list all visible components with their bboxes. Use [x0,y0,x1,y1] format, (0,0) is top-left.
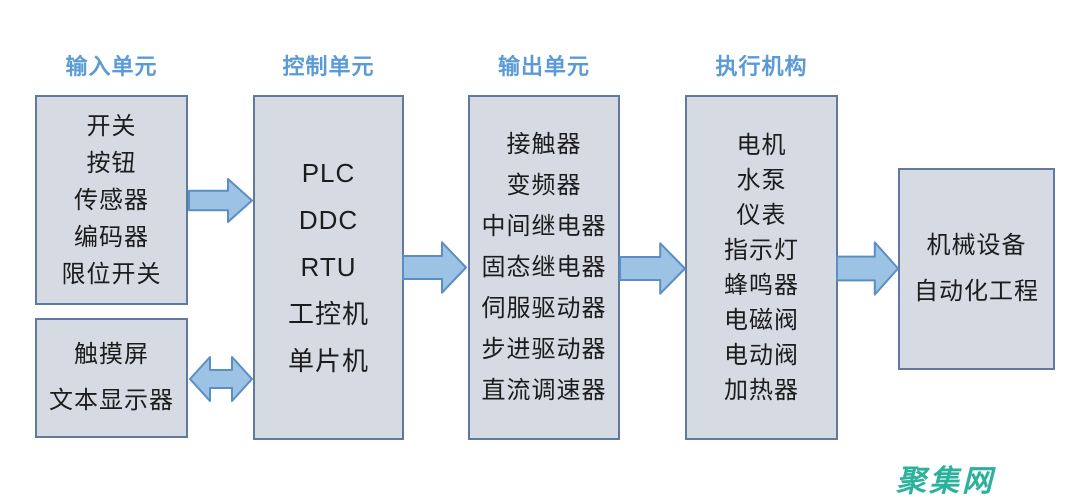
box-item-label: 接触器 [506,131,582,158]
header-output-unit: 输出单元 [497,54,590,79]
control-unit-box: PLC DDC RTU 工控机单片机 [253,95,404,440]
box-item-label: 步进驱动器 [481,336,607,363]
box-item-label: 文本显示器 [49,387,174,414]
box-item-label: 开关 [86,112,137,140]
box-item-label: 水泵 [736,166,787,194]
header-input-unit: 输入单元 [65,54,158,79]
box-item-label: 工控机 [287,299,369,329]
hmi-box: 触摸屏文本显示器 [35,318,188,438]
box-item-label: 按钮 [86,149,137,177]
box-item-label: 触摸屏 [74,341,149,368]
box-item-label: 中间继电器 [481,213,607,240]
box-item-label: RTU [300,252,357,282]
arrow-hmi-control-bidirectional-icon [188,351,254,408]
arrow-actuators-to-target-icon [836,240,900,297]
header-control-unit: 控制单元 [282,54,375,79]
box-item-label: 蜂鸣器 [724,271,799,299]
box-item-label: 限位开关 [61,260,162,288]
arrow-output-to-actuators-icon [619,241,687,296]
box-item-label: 单片机 [287,346,369,376]
header-actuators: 执行机构 [715,54,808,79]
box-item-label: 伺服驱动器 [481,295,607,322]
box-item-label: 机械设备 [926,232,1027,259]
output-unit-box: 接触器变频器中间继电器固态继电器伺服驱动器步进驱动器直流调速器 [468,95,620,440]
box-item-label: 编码器 [74,223,149,251]
box-item-label: 电机 [736,131,787,159]
box-item-label: 固态继电器 [481,254,607,281]
box-item-label: 传感器 [74,186,149,214]
input-unit-box: 开关按钮传感器编码器限位开关 [35,95,188,305]
arrow-control-to-output-icon [402,240,468,295]
box-item-label: 指示灯 [724,236,799,264]
site-watermark: 聚集网 [896,465,995,498]
box-item-label: PLC [301,158,356,188]
box-item-label: 加热器 [724,376,799,404]
actuators-box: 电机水泵仪表指示灯蜂鸣器电磁阀电动阀加热器 [685,95,838,440]
box-item-label: DDC [298,205,359,235]
target-box: 机械设备自动化工程 [898,168,1055,370]
box-item-label: 直流调速器 [481,377,607,404]
box-item-label: 电动阀 [724,341,799,369]
arrow-input-to-control-icon [188,177,254,224]
box-item-label: 自动化工程 [914,278,1039,305]
box-item-label: 仪表 [736,201,787,229]
box-item-label: 变频器 [506,172,582,199]
box-item-label: 电磁阀 [724,306,799,334]
